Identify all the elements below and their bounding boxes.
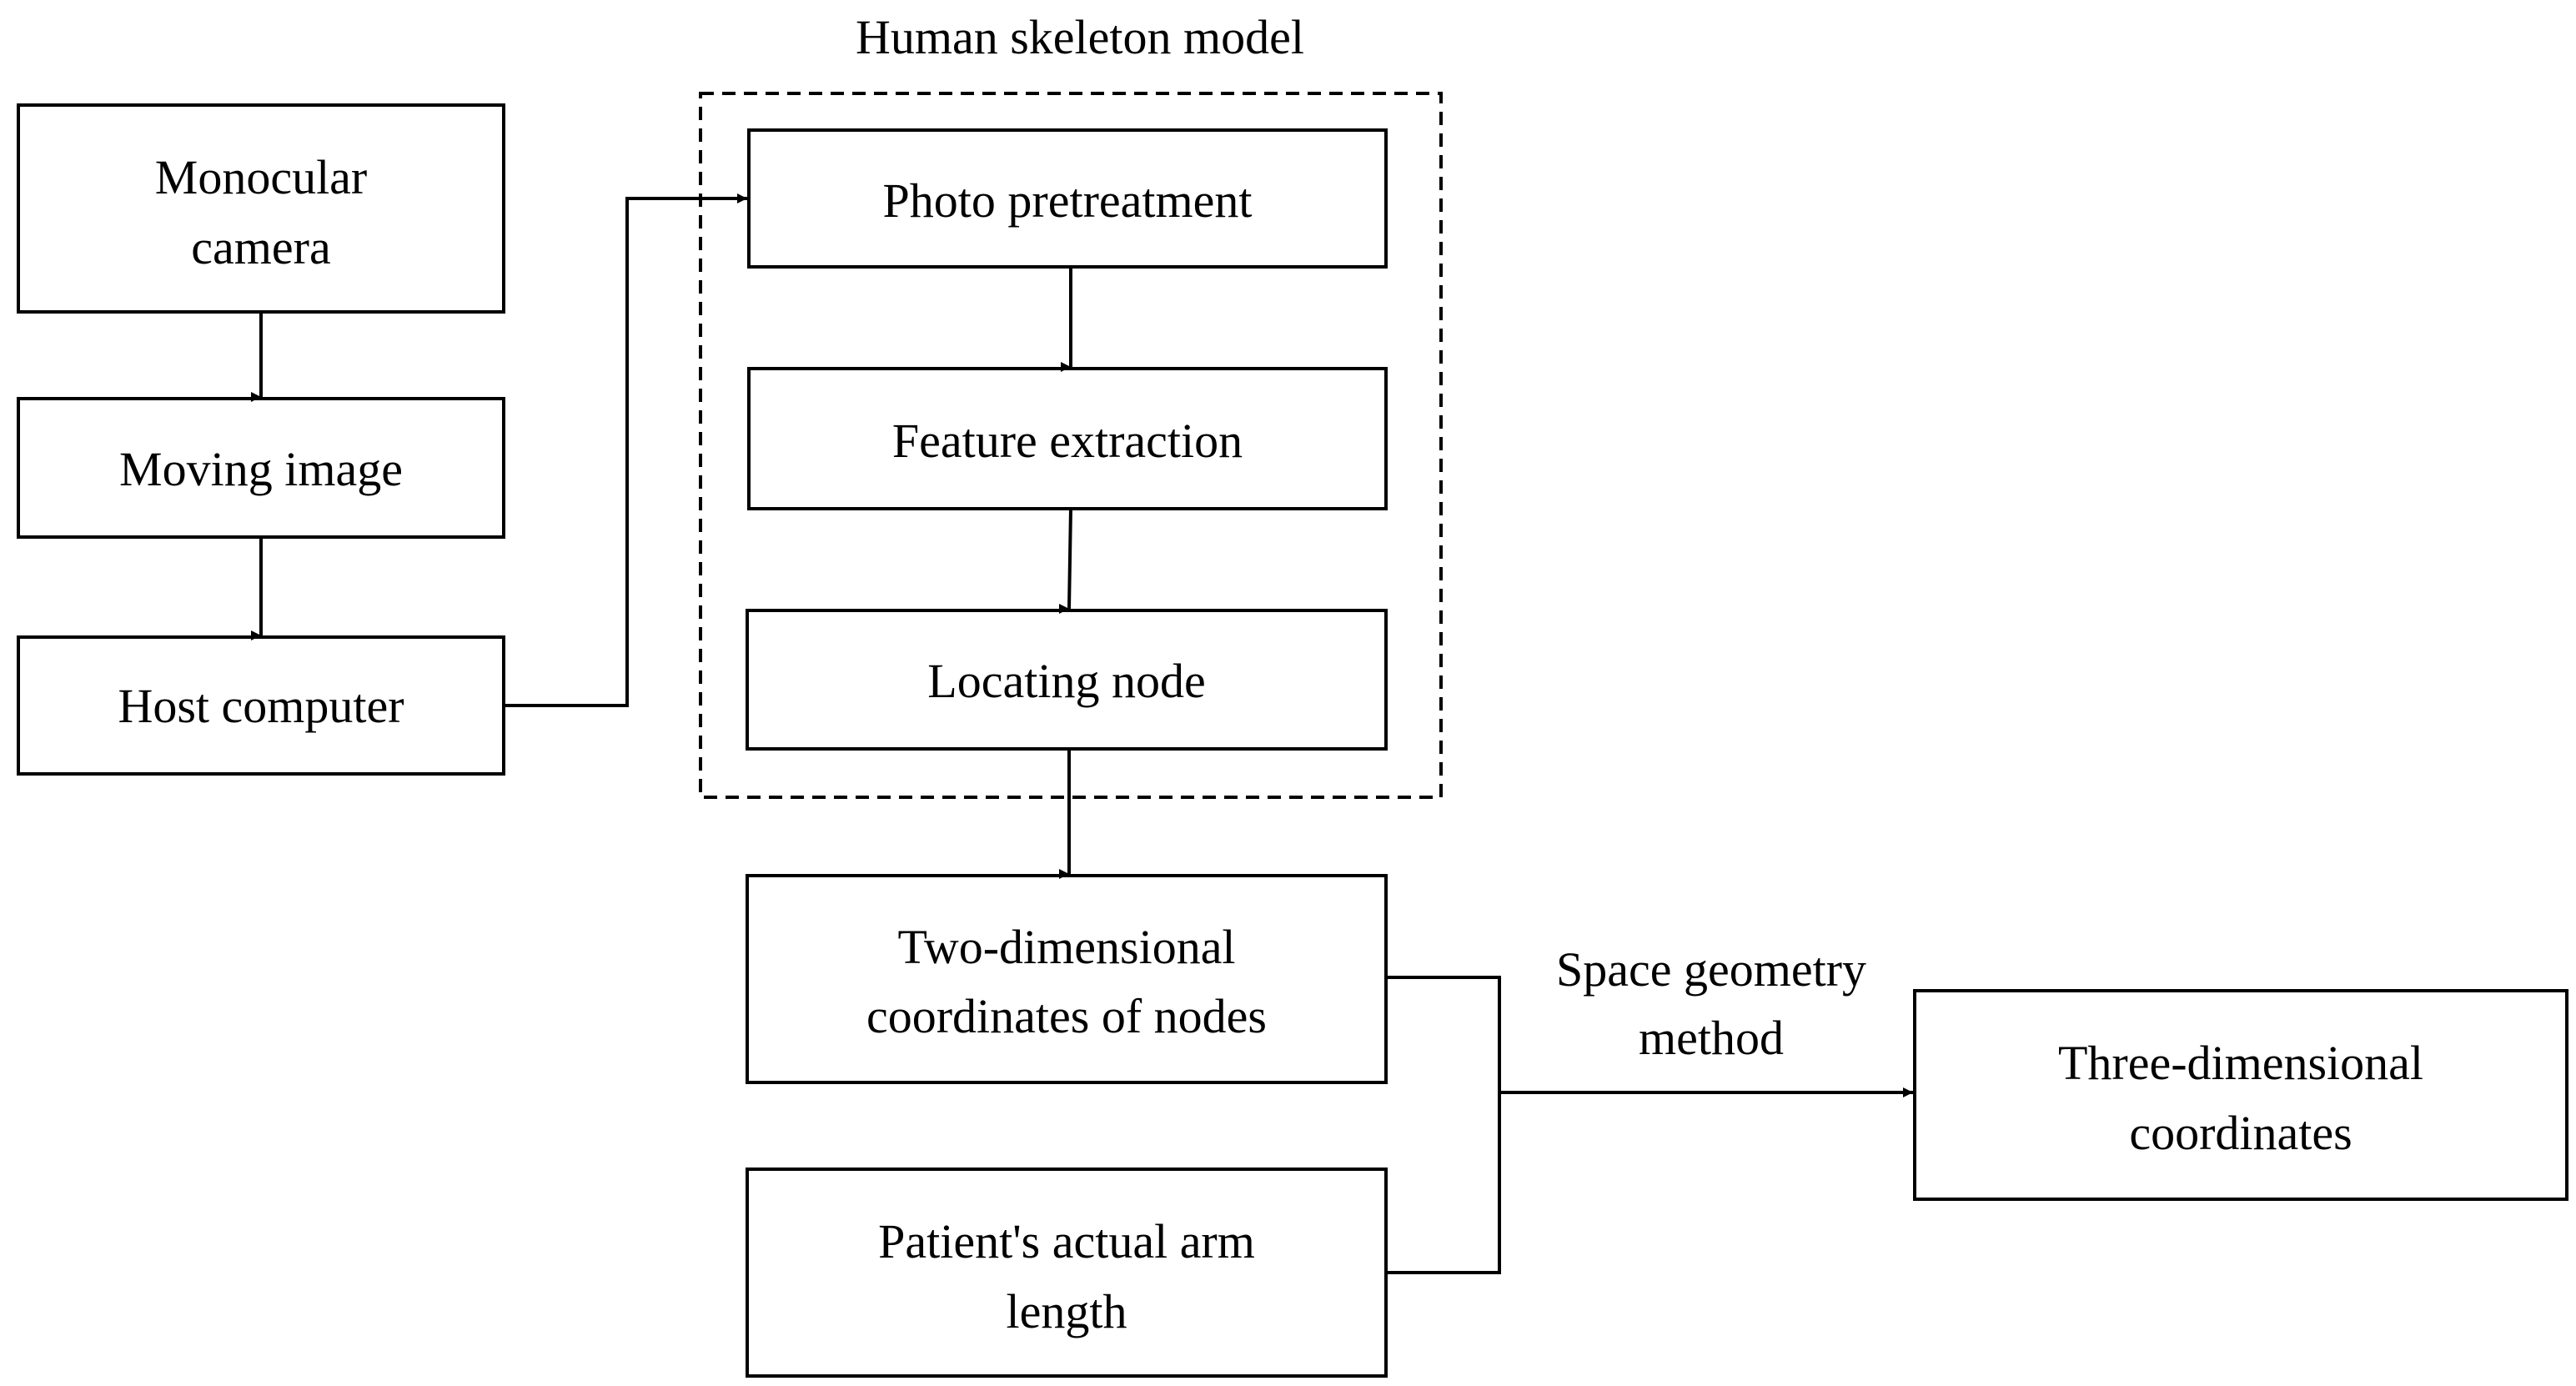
monocular-camera-box [17,103,505,314]
space-geometry-method-label-line-1: Space geometry [1556,942,1866,997]
two-dimensional-coordinates-label-line-1: Two-dimensional [897,920,1235,974]
arrow-feature-extraction-to-locating-node [1059,508,1072,614]
group-title: Human skeleton model [856,10,1304,64]
three-dimensional-coordinates-label-line-2: coordinates [2129,1106,2352,1160]
photo-pretreatment-box [747,128,1388,269]
photo-pretreatment-label: Photo pretreatment [883,173,1253,228]
three-dimensional-coordinates-label-line-1: Three-dimensional [2058,1036,2423,1090]
host-computer-box [17,635,505,776]
two-dimensional-coordinates-label-line-2: coordinates of nodes [866,989,1267,1043]
feature-extraction-label: Feature extraction [892,414,1243,468]
moving-image-label: Moving image [119,442,403,496]
two-dimensional-coordinates-box [746,874,1388,1084]
three-dimensional-coordinates-box [1913,989,2568,1201]
monocular-camera-label-line-1: Monocular [155,150,368,204]
patient-arm-length-label-line-2: length [1007,1284,1127,1338]
host-computer-label: Host computer [118,679,404,733]
feature-extraction-box [747,367,1388,510]
patient-arm-length-label-line-1: Patient's actual arm [878,1214,1255,1268]
locating-node-label: Locating node [927,654,1205,708]
connector-two-dimensional-coordinates [1386,976,1501,1274]
space-geometry-method-label-line-2: method [1639,1011,1784,1065]
arrow-host-computer-to-photo-pretreatment [504,193,747,707]
human-skeleton-model-group [699,92,1443,799]
patient-arm-length-box [746,1168,1388,1378]
locating-node-box [746,609,1388,751]
monocular-camera-label-line-2: camera [191,220,330,274]
